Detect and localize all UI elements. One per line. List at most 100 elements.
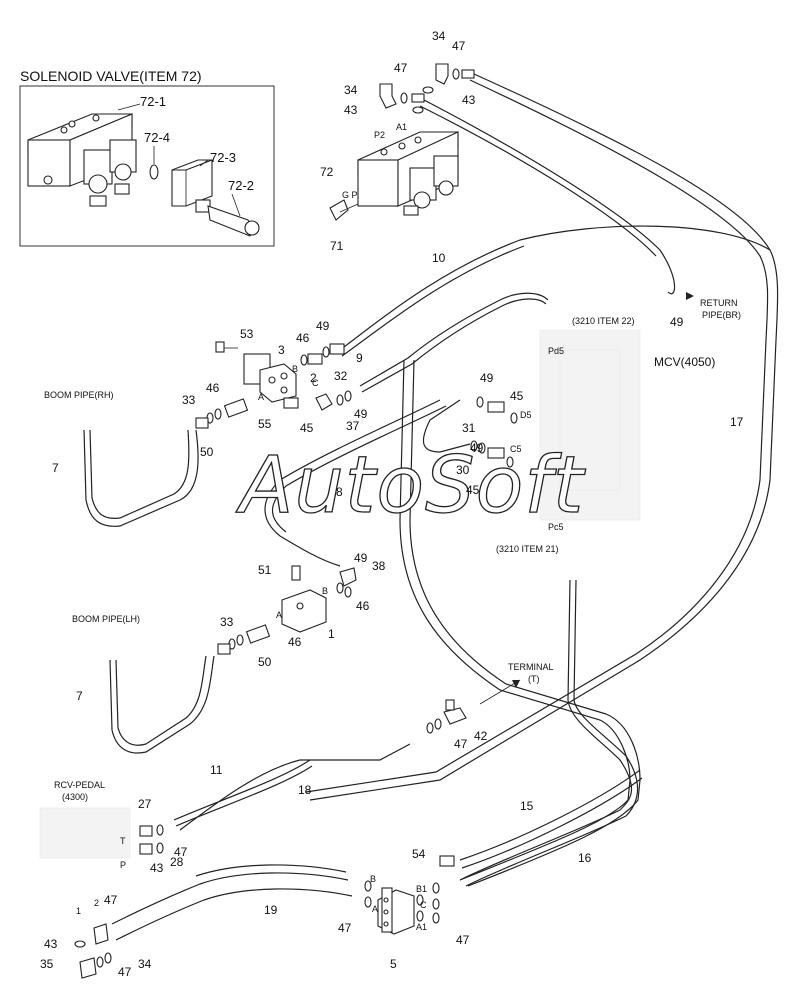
port-letter: B [370, 874, 376, 884]
callout-number: 47 [174, 845, 188, 859]
port-letter: C [312, 378, 319, 388]
item22-label: (3210 ITEM 22) [572, 316, 635, 326]
callout-number: 46 [296, 331, 310, 345]
callout-number: 43 [44, 937, 58, 951]
solenoid-valve-72 [329, 63, 475, 221]
callout-number: 15 [520, 799, 534, 813]
callout-number: 49 [480, 371, 494, 385]
text-labels: RETURN PIPE(BR) MCV(4050) (3210 ITEM 22)… [44, 122, 741, 802]
rcv-pedal-label-1: RCV-PEDAL [54, 780, 105, 790]
inset-title: SOLENOID VALVE(ITEM 72) [20, 68, 202, 84]
label-72-3: 72-3 [210, 150, 236, 165]
port-letter: A1 [416, 922, 427, 932]
terminal-label-1: TERMINAL [508, 662, 554, 672]
port-letter: A [372, 904, 378, 914]
hose-lines [83, 73, 779, 941]
callout-number: 47 [452, 39, 466, 53]
port-letter: B [322, 586, 328, 596]
callout-number: 55 [258, 417, 272, 431]
d5-label: D5 [520, 410, 532, 420]
callout-number: 47 [118, 965, 132, 979]
callout-number: 47 [456, 933, 470, 947]
mcv-label: MCV(4050) [654, 355, 715, 369]
gp-port-label: G P [342, 190, 358, 200]
port-letter: A [258, 392, 264, 402]
callout-number: 46 [356, 599, 370, 613]
callout-number: 7 [76, 689, 83, 703]
solenoid-valve-inset: SOLENOID VALVE(ITEM 72) 72-1 72-4 72-3 [19, 68, 275, 247]
port-letter: T [120, 836, 126, 846]
callout-number: 17 [730, 415, 744, 429]
callout-number: 54 [412, 847, 426, 861]
callout-number: 49 [316, 319, 330, 333]
callout-number: 31 [462, 421, 476, 435]
p2-port-label: P2 [374, 130, 385, 140]
callout-number: 49 [354, 551, 368, 565]
callout-number: 50 [258, 655, 272, 669]
callout-number: 35 [40, 957, 54, 971]
callout-number: 5 [390, 957, 397, 971]
return-pipe-label-2: PIPE(BR) [702, 310, 741, 320]
pc5-label: Pc5 [548, 522, 564, 532]
fittings [39, 292, 694, 979]
callout-number: 10 [432, 251, 446, 265]
callout-number: 71 [330, 239, 344, 253]
callout-number: 2 [310, 371, 317, 385]
callout-number: 45 [466, 483, 480, 497]
callout-number: 53 [240, 327, 254, 341]
callout-number: 45 [300, 421, 314, 435]
boom-pipe-rh-label: BOOM PIPE(RH) [44, 390, 114, 400]
callout-number: 47 [454, 737, 468, 751]
rcv-pedal-label-2: (4300) [62, 792, 88, 802]
port-letter: C [420, 900, 427, 910]
callout-number: 45 [510, 389, 524, 403]
callout-number: 19 [264, 903, 278, 917]
port-letter: P [120, 860, 126, 870]
callout-number: 51 [258, 563, 272, 577]
callout-number: 42 [474, 729, 488, 743]
callout-number: 7 [52, 461, 59, 475]
rcv-pedal-body [39, 807, 131, 859]
callout-number: 16 [578, 851, 592, 865]
pd5-label: Pd5 [548, 346, 564, 356]
mcv-body [539, 329, 641, 521]
port-letter: A [276, 610, 282, 620]
callout-number: 28 [170, 855, 184, 869]
boom-pipe-lh-label: BOOM PIPE(LH) [72, 614, 140, 624]
port-letter: B [292, 364, 298, 374]
label-72-4: 72-4 [144, 130, 170, 145]
port-letter: 1 [76, 906, 81, 916]
callout-number: 37 [346, 419, 360, 433]
c5-label: C5 [510, 444, 522, 454]
watermark: AutoSoft [235, 441, 586, 531]
item21-label: (3210 ITEM 21) [496, 544, 559, 554]
callout-number: 33 [182, 393, 196, 407]
callout-number: 46 [206, 381, 220, 395]
callout-number: 46 [288, 635, 302, 649]
a1-port-label: A1 [396, 122, 407, 132]
callout-number: 49 [354, 407, 368, 421]
callout-number: 30 [456, 463, 470, 477]
return-pipe-label-1: RETURN [700, 298, 738, 308]
port-letter: B1 [416, 884, 427, 894]
callout-number: 27 [138, 797, 152, 811]
label-72-2: 72-2 [228, 178, 254, 193]
label-72-1: 72-1 [140, 94, 166, 109]
callout-number: 43 [462, 93, 476, 107]
callout-number: 47 [338, 921, 352, 935]
callout-number: 38 [372, 559, 386, 573]
callout-number: 49 [470, 441, 484, 455]
callout-number: 18 [298, 783, 312, 797]
callout-number: 43 [150, 861, 164, 875]
callout-number: 72 [320, 165, 334, 179]
callout-number: 33 [220, 615, 234, 629]
callout-number: 34 [344, 83, 358, 97]
callout-number: 1 [328, 627, 335, 641]
callout-number: 47 [394, 61, 408, 75]
callout-number: 8 [336, 485, 343, 499]
callout-number: 32 [334, 369, 348, 383]
callout-number: 34 [432, 29, 446, 43]
